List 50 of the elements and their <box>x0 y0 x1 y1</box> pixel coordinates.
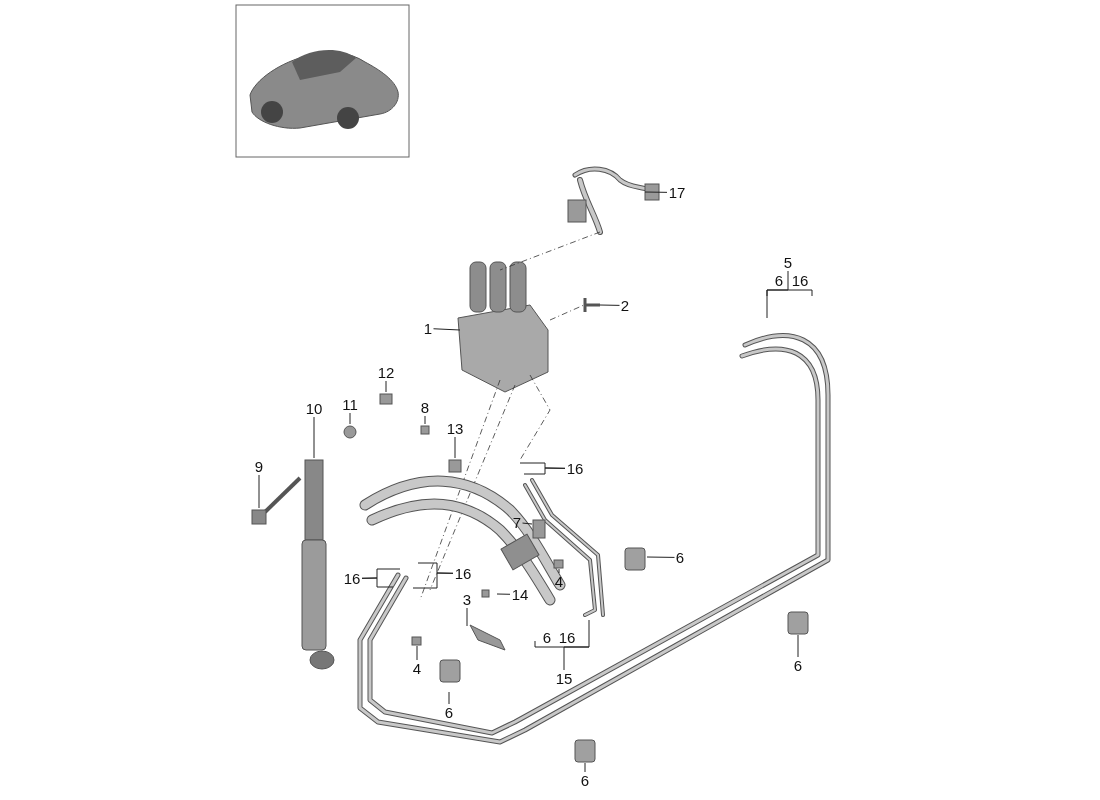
leader-line <box>599 304 620 306</box>
callout-number: 6 <box>792 657 804 674</box>
callout-number: 6 <box>541 629 553 646</box>
callout-number: 5 <box>782 254 794 271</box>
leader-line <box>258 474 260 509</box>
callout-number: 6 <box>773 272 785 289</box>
leader-line <box>523 467 566 475</box>
leader-line <box>496 593 511 595</box>
callout-number: 6 <box>674 549 686 566</box>
leader-line <box>361 577 394 588</box>
callout-number: 4 <box>411 660 423 677</box>
leader-line <box>466 607 468 627</box>
leader-line <box>766 270 789 319</box>
leader-line <box>424 415 426 425</box>
callout-number: 3 <box>461 591 473 608</box>
leader-line <box>584 762 586 773</box>
callout-number: 14 <box>510 586 530 603</box>
callout-number: 15 <box>554 670 574 687</box>
callout-number: 11 <box>340 396 360 413</box>
callout-number: 16 <box>557 629 577 646</box>
callout-number: 4 <box>553 573 565 590</box>
callout-number: 16 <box>565 460 585 477</box>
leader-line <box>797 634 799 658</box>
leader-line <box>522 522 533 525</box>
leader-line <box>644 191 668 193</box>
callout-number: 7 <box>511 514 523 531</box>
leader-line <box>313 416 315 459</box>
callout-number: 16 <box>453 565 473 582</box>
leader-line <box>558 568 560 574</box>
callout-number: 16 <box>790 272 810 289</box>
callout-number: 9 <box>253 458 265 475</box>
leader-line <box>563 619 590 671</box>
leader-line <box>412 572 454 589</box>
callout-number: 6 <box>579 772 591 789</box>
callout-number: 10 <box>304 400 324 417</box>
callout-number: 17 <box>667 184 687 201</box>
leader-line <box>416 645 418 661</box>
callout-number: 8 <box>419 399 431 416</box>
leader-line <box>448 691 450 705</box>
leader-line <box>349 412 351 425</box>
callout-number: 1 <box>422 320 434 337</box>
callout-number: 16 <box>342 570 362 587</box>
callout-number: 2 <box>619 297 631 314</box>
leader-line <box>454 436 456 459</box>
callout-number: 12 <box>376 364 396 381</box>
leader-line <box>646 556 675 558</box>
callout-number: 13 <box>445 420 465 437</box>
leader-line <box>385 380 387 393</box>
callout-number: 6 <box>443 704 455 721</box>
leader-line <box>433 328 461 331</box>
